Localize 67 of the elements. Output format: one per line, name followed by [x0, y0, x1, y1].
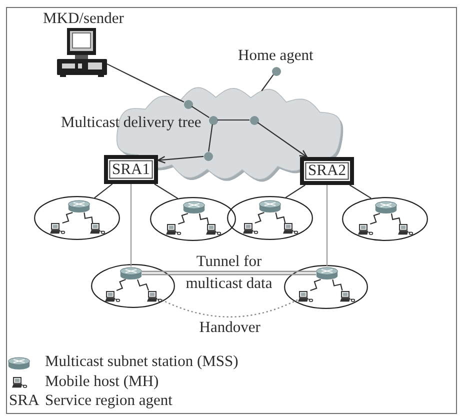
legend-label: Mobile host (MH)	[45, 372, 159, 390]
arrow	[157, 156, 204, 164]
node-caption: MKD/sender	[43, 10, 124, 28]
agent-box: SRA2	[300, 157, 354, 185]
zigzag-line	[84, 212, 94, 224]
zigzag-line	[136, 279, 150, 291]
arrow	[257, 122, 308, 158]
computer-icon	[242, 223, 258, 234]
subnet-ellipse	[91, 264, 175, 308]
zigzag-line	[116, 279, 126, 291]
dot-icon	[250, 116, 258, 124]
dot-icon	[272, 66, 280, 76]
router-icon	[316, 266, 338, 280]
subnet-ellipse	[227, 196, 313, 240]
dot-icon	[208, 116, 218, 124]
router-icon	[120, 266, 142, 280]
connector-line	[218, 119, 250, 121]
connector-line	[106, 63, 184, 102]
subnet-ellipse	[284, 265, 368, 309]
connector-line	[326, 185, 328, 266]
router-icon	[259, 200, 281, 212]
connector-line	[154, 184, 178, 199]
subnet-ellipse	[34, 196, 120, 240]
router-icon	[68, 200, 90, 212]
zigzag-line	[390, 213, 401, 224]
connector-line	[261, 74, 274, 92]
computer-icon	[50, 223, 64, 234]
legend-label: Multicast subnet station (MSS)	[45, 352, 238, 370]
abbreviation-label: SRA	[9, 392, 40, 410]
zigzag-line	[332, 279, 343, 291]
computer-icon	[104, 290, 120, 302]
computer-icon	[358, 224, 372, 235]
definition-label: Service region agent	[45, 392, 172, 410]
agent-box: SRA1	[104, 155, 158, 184]
dot-icon	[184, 100, 192, 108]
zigzag-line	[275, 212, 286, 224]
computer-icon	[90, 223, 104, 234]
subnet-ellipse	[150, 197, 236, 241]
computer-icon	[206, 224, 220, 235]
computer-icon	[282, 223, 298, 234]
subnet-ellipse	[342, 197, 428, 241]
zigzag-line	[254, 212, 264, 224]
computer-icon	[398, 224, 412, 235]
computer-icon	[166, 224, 180, 235]
edge-label: Tunnel for multicast data	[184, 252, 274, 294]
zigzag-line	[198, 213, 209, 224]
computer-icon	[298, 290, 312, 302]
router-icon	[375, 200, 397, 214]
dot-icon	[204, 152, 212, 160]
zigzag-line	[178, 212, 188, 225]
connector-line	[208, 124, 213, 152]
connector-line	[130, 184, 132, 266]
router-icon	[183, 200, 205, 214]
connector-line	[94, 184, 113, 198]
connector-line	[349, 184, 372, 199]
connector-line	[192, 106, 210, 118]
zigzag-line	[62, 212, 73, 224]
connector-line	[285, 184, 306, 198]
double-line	[142, 270, 316, 276]
zigzag-line	[310, 278, 321, 292]
computer-icon	[146, 290, 162, 302]
annotation-label: Multicast delivery tree	[61, 114, 202, 132]
desktop-computer-icon	[57, 28, 107, 77]
zigzag-line	[370, 212, 380, 225]
dotted-line	[161, 299, 298, 318]
computer-icon	[340, 290, 354, 302]
node-caption: Home agent	[238, 47, 314, 65]
